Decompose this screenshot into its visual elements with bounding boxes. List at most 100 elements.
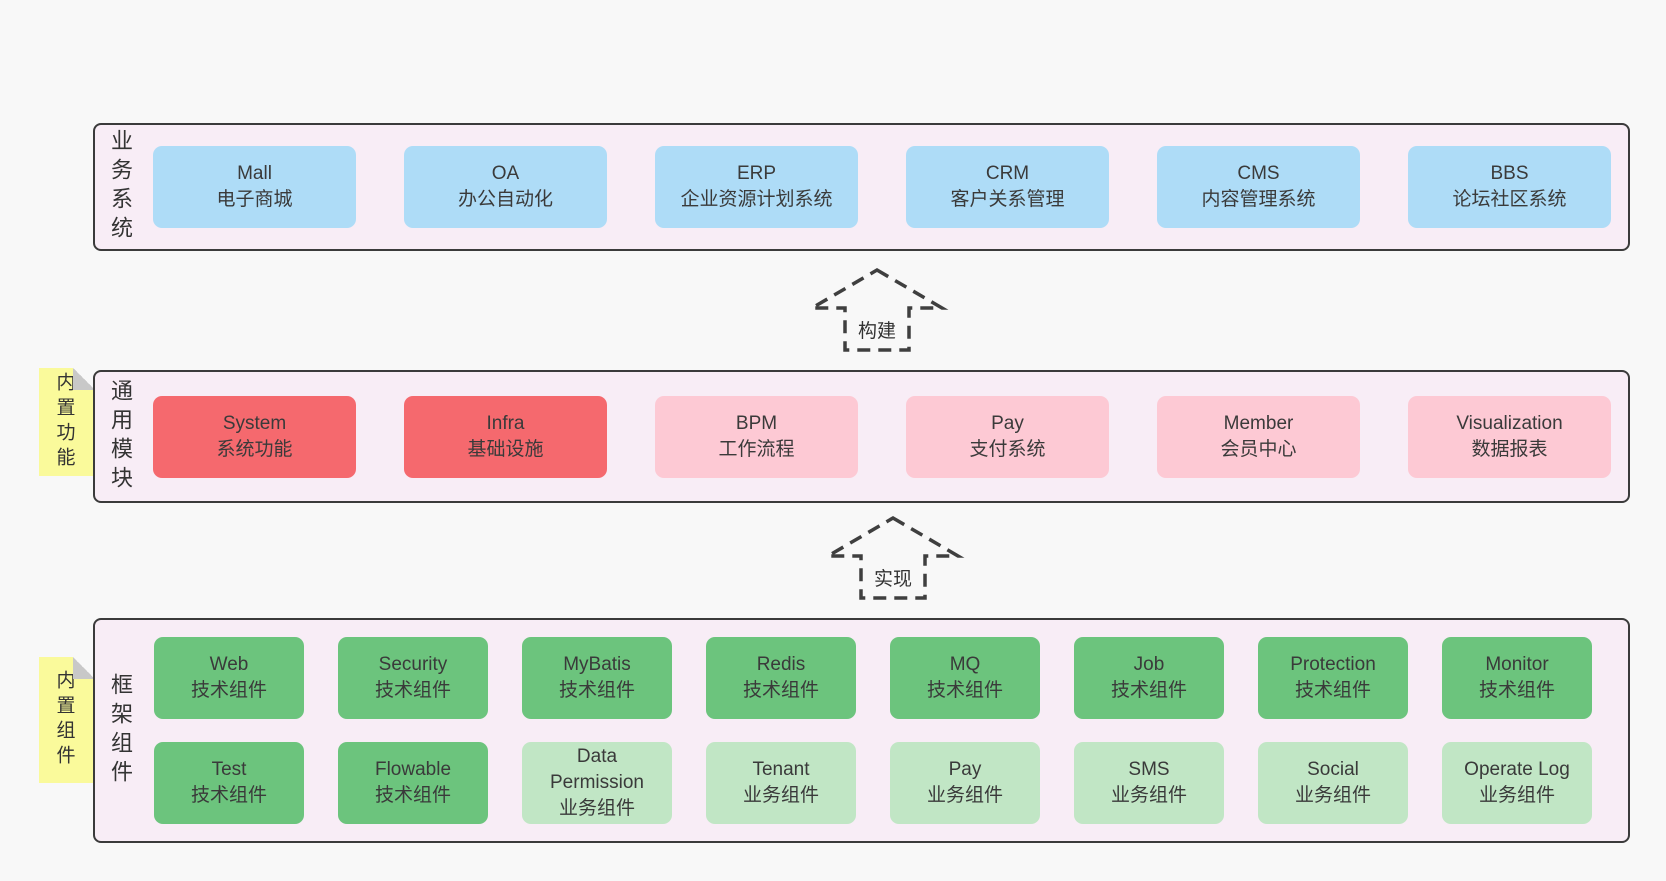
- sticky-tab-built-in-features: 内置功能: [39, 368, 95, 476]
- arrow-build: 构建: [805, 267, 949, 352]
- box-crm: CRM 客户关系管理: [906, 146, 1109, 228]
- arrow-build-label: 构建: [854, 316, 900, 343]
- box-erp: ERP 企业资源计划系统: [655, 146, 858, 228]
- box-mybatis: MyBatis 技术组件: [522, 637, 672, 719]
- box-title: Security: [378, 654, 448, 675]
- box-subtitle: 业务组件: [558, 798, 635, 819]
- box-subtitle: 工作流程: [718, 438, 795, 460]
- box-title: BPM: [735, 412, 778, 434]
- box-title: Data Permission: [550, 746, 644, 793]
- box-data-permission: Data Permission 业务组件: [522, 742, 672, 824]
- box-title: Member: [1223, 412, 1294, 434]
- box-title: Test: [211, 759, 247, 780]
- box-subtitle: 内容管理系统: [1201, 189, 1316, 210]
- box-subtitle: 电子商城: [216, 189, 293, 210]
- box-oa: OA 办公自动化: [404, 146, 607, 228]
- band-modules-label: 通用模块: [108, 378, 133, 495]
- box-subtitle: 论坛社区系统: [1452, 189, 1567, 210]
- box-subtitle: 业务组件: [742, 785, 819, 806]
- box-subtitle: 技术组件: [742, 680, 819, 701]
- box-title: System: [222, 412, 287, 434]
- band-framework-components: 框架组件 Web 技术组件 Security 技术组件 MyBatis 技术组件…: [93, 618, 1630, 843]
- box-subtitle: 技术组件: [374, 785, 451, 806]
- box-system: System 系统功能: [153, 395, 356, 478]
- box-title: Monitor: [1485, 654, 1549, 675]
- box-title: MyBatis: [563, 654, 631, 675]
- box-title: MQ: [949, 654, 981, 675]
- box-title: Visualization: [1456, 412, 1563, 434]
- box-subtitle: 系统功能: [216, 438, 293, 460]
- folded-corner-icon: [73, 657, 95, 679]
- box-operate-log: Operate Log 业务组件: [1442, 742, 1592, 824]
- box-subtitle: 技术组件: [374, 680, 451, 701]
- box-pay-component: Pay 业务组件: [890, 742, 1040, 824]
- box-protection: Protection 技术组件: [1258, 637, 1408, 719]
- box-title: Tenant: [752, 759, 810, 780]
- box-title: CRM: [985, 163, 1030, 184]
- band-common-modules: 通用模块 System 系统功能 Infra 基础设施 BPM 工作流程 Pay…: [93, 370, 1630, 503]
- box-title: Web: [209, 654, 249, 675]
- box-sms: SMS 业务组件: [1074, 742, 1224, 824]
- box-mall: Mall 电子商城: [153, 146, 356, 228]
- sticky-tab-label: 内置组件: [53, 670, 75, 770]
- arrow-implement: 实现: [821, 515, 965, 600]
- box-monitor: Monitor 技术组件: [1442, 637, 1592, 719]
- box-title: Pay: [948, 759, 982, 780]
- box-subtitle: 企业资源计划系统: [680, 189, 833, 210]
- box-subtitle: 技术组件: [190, 785, 267, 806]
- box-title: Mall: [237, 163, 272, 184]
- box-subtitle: 业务组件: [926, 785, 1003, 806]
- box-redis: Redis 技术组件: [706, 637, 856, 719]
- band-business-label: 业务系统: [108, 129, 133, 245]
- box-cms: CMS 内容管理系统: [1157, 146, 1360, 228]
- box-tenant: Tenant 业务组件: [706, 742, 856, 824]
- business-box-row: Mall 电子商城 OA 办公自动化 ERP 企业资源计划系统 CRM 客户关系…: [153, 146, 1611, 228]
- box-title: Social: [1307, 759, 1359, 780]
- arrow-implement-label: 实现: [870, 564, 916, 591]
- box-subtitle: 业务组件: [1110, 785, 1187, 806]
- box-test: Test 技术组件: [154, 742, 304, 824]
- box-web: Web 技术组件: [154, 637, 304, 719]
- box-title: ERP: [736, 163, 777, 184]
- band-framework-label: 框架组件: [108, 672, 133, 789]
- box-title: Operate Log: [1464, 759, 1570, 780]
- box-subtitle: 技术组件: [1110, 680, 1187, 701]
- box-pay-system: Pay 支付系统: [906, 395, 1109, 478]
- box-title: OA: [491, 163, 520, 184]
- box-subtitle: 技术组件: [558, 680, 635, 701]
- box-security: Security 技术组件: [338, 637, 488, 719]
- up-arrow-icon: [805, 267, 949, 352]
- box-subtitle: 技术组件: [1294, 680, 1371, 701]
- box-title: Protection: [1290, 654, 1376, 675]
- sticky-tab-label: 内置功能: [53, 372, 75, 472]
- sticky-tab-built-in-components: 内置组件: [39, 657, 95, 783]
- box-subtitle: 支付系统: [969, 438, 1046, 460]
- modules-box-row: System 系统功能 Infra 基础设施 BPM 工作流程 Pay 支付系统…: [153, 395, 1611, 478]
- box-subtitle: 技术组件: [190, 680, 267, 701]
- box-infra: Infra 基础设施: [404, 395, 607, 478]
- box-bbs: BBS 论坛社区系统: [1408, 146, 1611, 228]
- box-subtitle: 办公自动化: [457, 189, 553, 210]
- up-arrow-icon: [821, 515, 965, 600]
- box-member: Member 会员中心: [1157, 395, 1360, 478]
- box-title: Job: [1133, 654, 1165, 675]
- framework-box-grid: Web 技术组件 Security 技术组件 MyBatis 技术组件 Redi…: [154, 637, 1592, 824]
- box-title: Redis: [756, 654, 806, 675]
- box-visualization: Visualization 数据报表: [1408, 395, 1611, 478]
- box-subtitle: 业务组件: [1478, 785, 1555, 806]
- box-title: CMS: [1237, 163, 1280, 184]
- box-subtitle: 数据报表: [1471, 438, 1548, 460]
- box-subtitle: 业务组件: [1294, 785, 1371, 806]
- band-business-systems: 业务系统 Mall 电子商城 OA 办公自动化 ERP 企业资源计划系统 CRM…: [93, 123, 1630, 251]
- folded-corner-icon: [73, 368, 95, 390]
- box-title: Pay: [991, 412, 1024, 434]
- box-flowable: Flowable 技术组件: [338, 742, 488, 824]
- box-title: SMS: [1128, 759, 1170, 780]
- box-bpm: BPM 工作流程: [655, 395, 858, 478]
- box-subtitle: 会员中心: [1220, 438, 1297, 460]
- box-subtitle: 技术组件: [1478, 680, 1555, 701]
- box-mq: MQ 技术组件: [890, 637, 1040, 719]
- box-social: Social 业务组件: [1258, 742, 1408, 824]
- box-job: Job 技术组件: [1074, 637, 1224, 719]
